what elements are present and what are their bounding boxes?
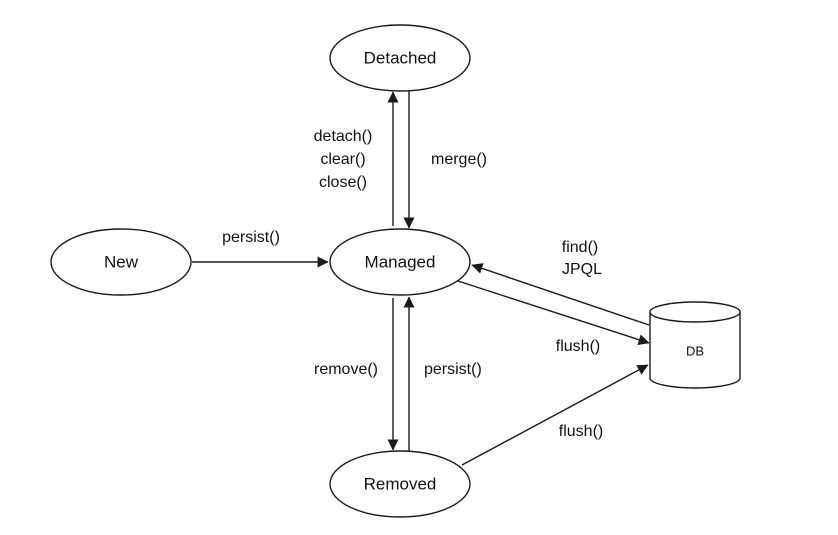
label-jpql: JPQL xyxy=(562,261,602,278)
state-new: New xyxy=(50,228,192,296)
edge-managed-to-db xyxy=(457,280,650,346)
label-remove: remove() xyxy=(314,361,378,378)
label-clear: clear() xyxy=(320,151,365,168)
label-close: close() xyxy=(319,174,367,191)
db-label: DB xyxy=(686,343,704,358)
state-label-removed: Removed xyxy=(364,474,437,493)
label-flush-managed: flush() xyxy=(556,338,600,355)
state-label-new: New xyxy=(104,252,139,271)
label-persist-new: persist() xyxy=(222,229,280,246)
state-detached: Detached xyxy=(329,24,471,92)
label-detach: detach() xyxy=(314,128,373,145)
state-label-detached: Detached xyxy=(364,48,437,67)
state-removed: Removed xyxy=(329,450,471,518)
edge-removed-to-db xyxy=(461,364,649,466)
label-find: find() xyxy=(562,239,598,256)
label-flush-removed: flush() xyxy=(559,423,603,440)
state-managed: Managed xyxy=(329,228,471,296)
state-label-managed: Managed xyxy=(365,252,436,271)
db-cylinder: DB xyxy=(649,301,741,389)
label-merge: merge() xyxy=(431,151,487,168)
edge-db-to-managed xyxy=(471,263,650,326)
label-persist-removed: persist() xyxy=(424,361,482,378)
